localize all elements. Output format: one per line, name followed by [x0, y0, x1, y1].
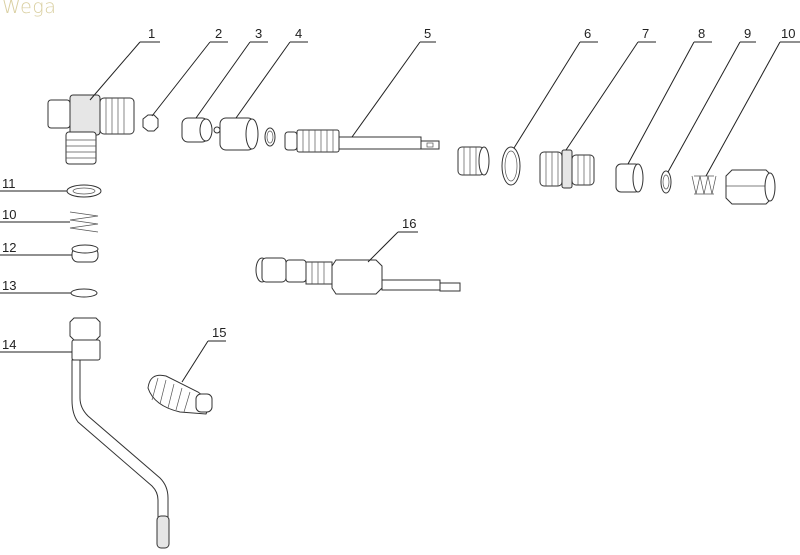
- callout-6: 6: [513, 26, 598, 149]
- part-10-spring: [691, 175, 717, 195]
- part-15-grip: [147, 374, 213, 415]
- callout-12: 12: [0, 240, 72, 256]
- svg-text:14: 14: [2, 337, 16, 352]
- callout-10-top: 10: [705, 26, 800, 177]
- svg-text:6: 6: [584, 26, 591, 41]
- callout-3: 3: [195, 26, 268, 119]
- svg-text:10: 10: [2, 207, 16, 222]
- part-4-cap: [219, 117, 259, 151]
- hex-nut: [725, 169, 776, 205]
- svg-text:3: 3: [255, 26, 262, 41]
- part-14-steam-pipe: [69, 317, 170, 549]
- part-1-tee-fitting: [47, 94, 135, 165]
- brand-label: Wega: [2, 0, 57, 18]
- callout-14: 14: [0, 337, 72, 353]
- svg-text:12: 12: [2, 240, 16, 255]
- callout-4: 4: [235, 26, 308, 119]
- callout-10-left: 10: [0, 207, 70, 223]
- small-o-ring: [264, 127, 276, 147]
- part-16-valve-assembly: [255, 257, 461, 295]
- callout-15: 15: [181, 325, 226, 383]
- svg-text:7: 7: [642, 26, 649, 41]
- part-2-small-nut: [142, 114, 159, 132]
- callout-2: 2: [151, 26, 228, 117]
- svg-text:16: 16: [402, 216, 416, 231]
- svg-text:10: 10: [781, 26, 795, 41]
- svg-text:13: 13: [2, 278, 16, 293]
- svg-text:15: 15: [212, 325, 226, 340]
- svg-text:2: 2: [215, 26, 222, 41]
- callout-11: 11: [0, 176, 67, 192]
- part-9-washer: [660, 170, 672, 194]
- callout-5: 5: [351, 26, 436, 138]
- part-3-spacer: [181, 117, 221, 143]
- callout-16: 16: [367, 216, 418, 263]
- callout-1: 1: [89, 26, 160, 101]
- svg-text:5: 5: [424, 26, 431, 41]
- svg-text:9: 9: [744, 26, 751, 41]
- threaded-bushing: [457, 146, 490, 176]
- svg-text:8: 8: [698, 26, 705, 41]
- callout-7: 7: [565, 26, 656, 151]
- part-10-spring-lower: [69, 211, 99, 233]
- callout-8: 8: [627, 26, 712, 165]
- svg-text:4: 4: [295, 26, 302, 41]
- part-7-threaded-fitting: [539, 149, 595, 189]
- svg-text:1: 1: [148, 26, 155, 41]
- part-12-bushing: [71, 244, 99, 263]
- callout-13: 13: [0, 278, 71, 294]
- part-6-large-o-ring: [501, 146, 521, 186]
- svg-text:11: 11: [2, 176, 16, 191]
- part-8-sleeve: [615, 163, 644, 193]
- callout-9: 9: [667, 26, 756, 173]
- part-13-o-ring: [70, 288, 98, 298]
- part-11-ring: [66, 184, 102, 198]
- part-5-shaft: [284, 129, 440, 153]
